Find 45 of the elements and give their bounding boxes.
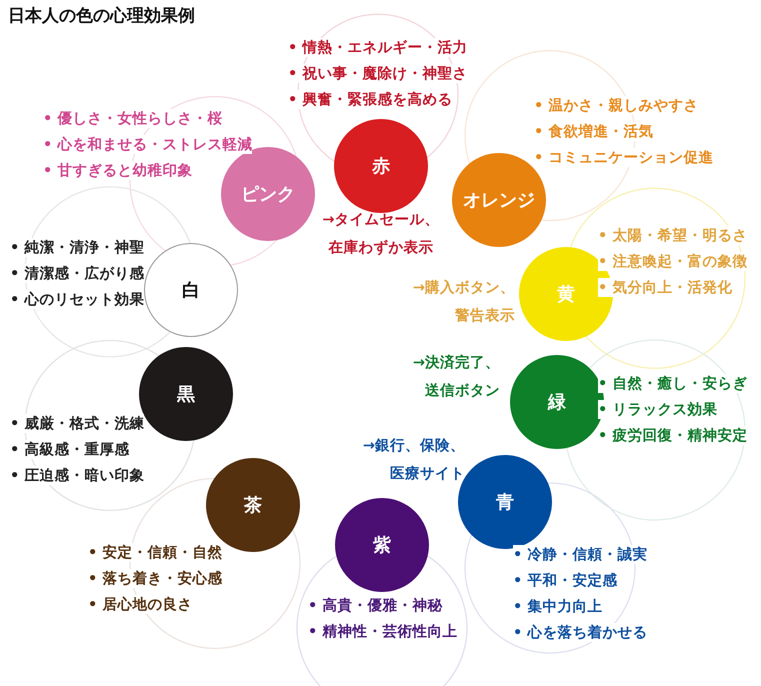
color-name: 紫 (373, 534, 391, 558)
effect-item: • 甘すぎると幼稚印象 (43, 161, 192, 180)
effect-item: • 圧迫感・暗い印象 (10, 466, 144, 485)
effect-item: • 集中力向上 (513, 597, 602, 616)
effect-item: • 温かさ・親しみやすさ (534, 96, 698, 116)
color-name: 黄 (557, 282, 575, 306)
effect-item: • 安定・信頼・自然 (88, 543, 222, 562)
effect-item: • 冷静・信頼・誠実 (513, 545, 648, 564)
color-name: 茶 (244, 494, 262, 518)
effect-item: • 自然・癒し・安らぎ (598, 374, 748, 394)
effect-item: • 食欲増進・活気 (534, 122, 654, 142)
usage-note: →銀行、保険、医療サイト (362, 436, 465, 484)
effect-item: • 興奮・緊張感を高める (288, 90, 452, 110)
effect-item: • 居心地の良さ (88, 595, 192, 614)
effect-item: • 情熱・エネルギー・活力 (288, 38, 468, 58)
color-name: 白 (182, 279, 200, 302)
title: 日本人の色の心理効果例 (8, 5, 195, 27)
effect-item: • 高級感・重厚感 (10, 440, 130, 459)
effect-item: • 威厳・格式・洗練 (10, 414, 144, 433)
effect-item: • 平和・安定感 (513, 571, 618, 590)
color-name: 赤 (372, 155, 390, 178)
usage-note: →決済完了、送信ボタン (412, 353, 500, 401)
effect-item: • 清潔感・広がり感 (10, 264, 144, 283)
color-name: オレンジ (463, 189, 535, 212)
effect-item: • 疲労回復・精神安定 (598, 426, 748, 446)
effect-item: • 気分向上・活発化 (598, 278, 732, 297)
effect-item: • リラックス効果 (598, 400, 718, 420)
effect-item: • 心のリセット効果 (10, 290, 144, 309)
usage-note: →タイムセール、在庫わずか表示 (321, 211, 441, 258)
effect-item: • 注意喚起・富の象徴 (598, 252, 748, 271)
effect-item: • 太陽・希望・明るさ (598, 226, 748, 245)
effect-item: • 精神性・芸術性向上 (308, 622, 458, 641)
effect-item: • 純潔・清浄・神聖 (10, 238, 144, 257)
effect-item: • 落ち着き・安心感 (88, 569, 222, 588)
color-name: ピンク (241, 182, 295, 206)
color-name: 青 (496, 490, 514, 514)
effect-item: • 祝い事・魔除け・神聖さ (288, 64, 468, 84)
usage-note: →購入ボタン、警告表示 (412, 278, 515, 326)
effect-item: • コミュニケーション促進 (534, 148, 714, 168)
effect-item: • 優しさ・女性らしさ・桜 (43, 109, 222, 128)
effect-item: • 心を落ち着かせる (513, 623, 648, 642)
effect-item: • 高貴・優雅・神秘 (308, 596, 442, 615)
effect-item: • 心を和ませる・ストレス軽減 (43, 135, 252, 154)
color-name: 黒 (177, 383, 195, 406)
color-name: 緑 (548, 391, 566, 414)
